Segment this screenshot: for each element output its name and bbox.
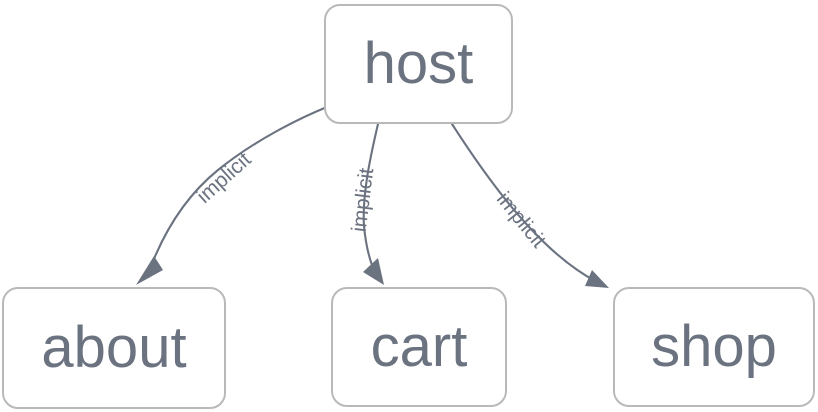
node-about[interactable]: about bbox=[2, 287, 226, 409]
edge-path-host-cart bbox=[362, 122, 380, 279]
arrowhead-host-shop bbox=[585, 270, 609, 288]
edge-host-cart bbox=[362, 122, 384, 285]
node-cart[interactable]: cart bbox=[331, 287, 507, 407]
edge-path-host-shop bbox=[450, 122, 599, 284]
node-shop-label: shop bbox=[651, 314, 777, 379]
edge-host-shop bbox=[450, 122, 609, 288]
node-host[interactable]: host bbox=[324, 4, 513, 124]
node-about-label: about bbox=[41, 315, 187, 380]
arrowhead-host-cart bbox=[363, 258, 384, 285]
edge-path-host-about bbox=[145, 105, 329, 279]
node-cart-label: cart bbox=[370, 314, 468, 379]
arrowhead-host-about bbox=[136, 256, 163, 285]
node-shop[interactable]: shop bbox=[613, 287, 815, 407]
edge-host-about bbox=[136, 105, 329, 285]
node-host-label: host bbox=[363, 31, 474, 96]
